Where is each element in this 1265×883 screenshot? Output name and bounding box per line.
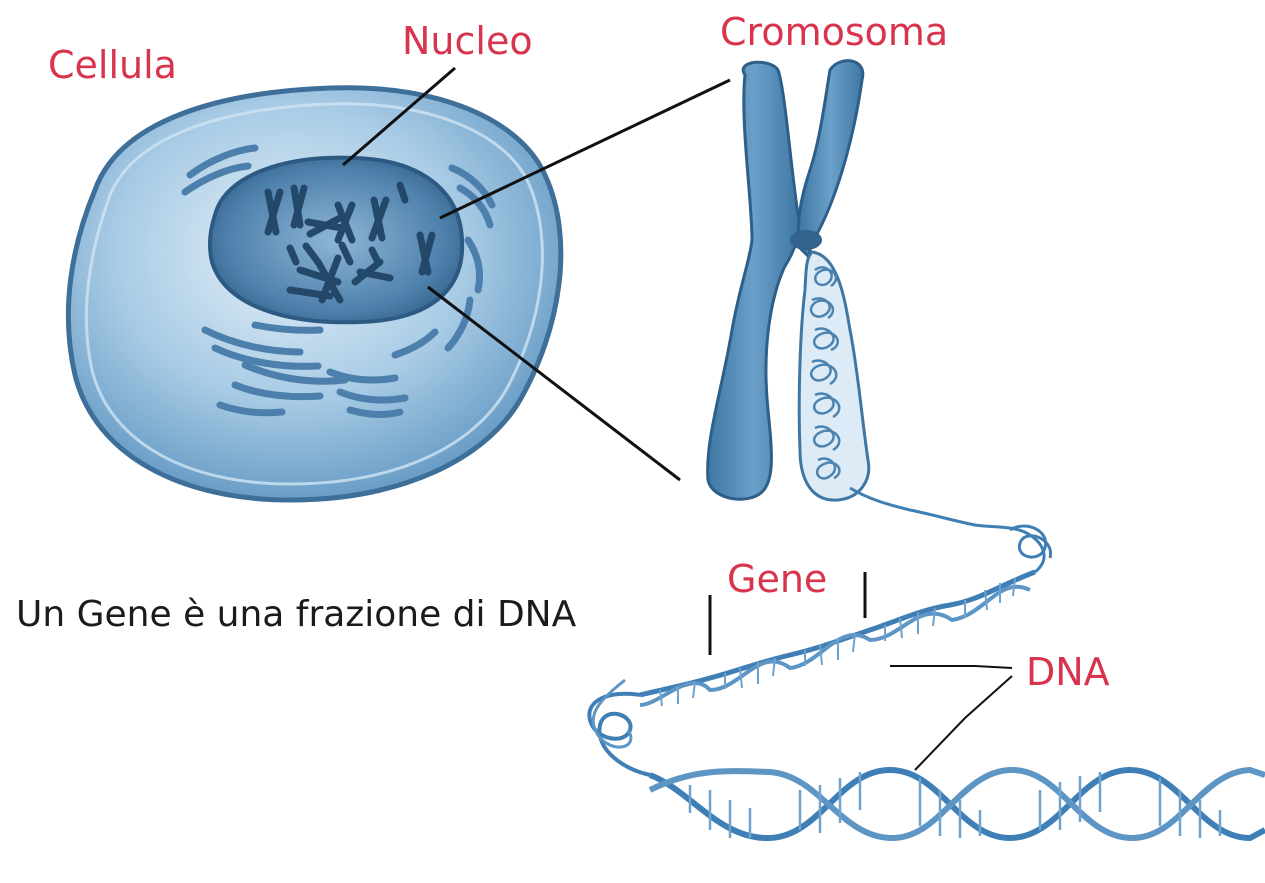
nucleus-label: Nucleo (402, 19, 533, 63)
dna-fiber (850, 488, 1044, 572)
dna-helix (589, 488, 1265, 838)
cell-label: Cellula (48, 43, 177, 87)
chromatid-left (708, 62, 799, 499)
caption: Un Gene è una frazione di DNA (16, 594, 577, 635)
dna-label: DNA (1026, 650, 1110, 694)
gene-label: Gene (727, 557, 827, 601)
dna-helix-lower (650, 770, 1265, 838)
chromatid-right (798, 61, 862, 258)
cell (68, 88, 560, 500)
nucleus (210, 158, 462, 323)
dna-base-pairs-upper (660, 578, 1015, 706)
chromosome (708, 61, 869, 500)
dna-helix-upper (640, 572, 1035, 706)
dna-leader-upper (890, 666, 1012, 668)
chromosome-label: Cromosoma (720, 10, 948, 54)
dna-leader-lower (915, 676, 1012, 770)
centromere (790, 230, 822, 250)
